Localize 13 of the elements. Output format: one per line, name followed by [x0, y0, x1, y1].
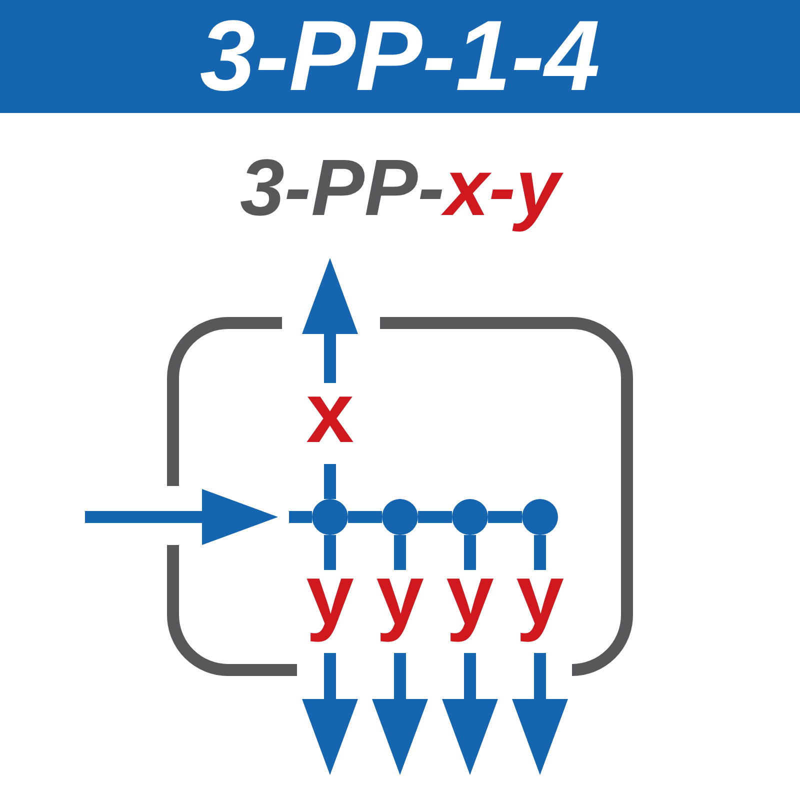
diagram-title: 3-PP-1-4 — [200, 6, 600, 106]
junction-dot — [452, 499, 488, 535]
edge-label: x — [304, 383, 356, 464]
connector-line — [488, 511, 522, 523]
edge-label: y — [304, 570, 356, 653]
edge-label: y — [444, 570, 496, 653]
junction-dot — [382, 499, 418, 535]
edge-label: y — [514, 570, 566, 653]
junction-dot — [312, 499, 348, 535]
edge-label: y — [374, 570, 426, 653]
connector-line — [348, 511, 382, 523]
connector-line — [418, 511, 452, 523]
junction-dot — [522, 499, 558, 535]
